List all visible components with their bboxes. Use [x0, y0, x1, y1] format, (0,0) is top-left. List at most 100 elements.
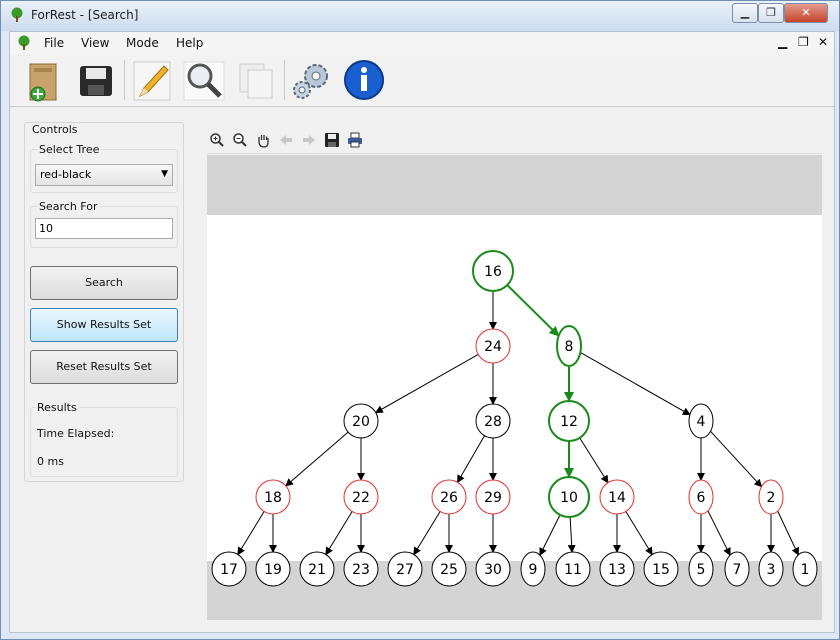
tree-node-23[interactable]: 23: [343, 551, 379, 587]
tree-node-24[interactable]: 24: [475, 328, 511, 364]
search-input[interactable]: 10: [35, 218, 173, 239]
tree-node-label: 8: [565, 339, 574, 355]
mdi-minimize-icon[interactable]: ▁: [778, 35, 788, 49]
tree-node-7[interactable]: 7: [724, 551, 750, 587]
menu-mode[interactable]: Mode: [126, 36, 159, 50]
tree-node-4[interactable]: 4: [688, 403, 714, 439]
new-tree-icon[interactable]: [20, 58, 68, 104]
tree-node-circle: [520, 551, 546, 587]
pan-hand-icon[interactable]: [255, 132, 271, 148]
tree-node-18[interactable]: 18: [255, 479, 291, 515]
tree-node-1[interactable]: 1: [792, 551, 818, 587]
controls-group-label: Controls: [30, 123, 80, 136]
tree-node-label: 1: [801, 562, 810, 578]
tree-node-circle: [343, 403, 379, 439]
tree-node-circle: [724, 551, 750, 587]
copy-icon[interactable]: [232, 58, 280, 104]
menu-help[interactable]: Help: [176, 36, 204, 50]
tree-edge: [579, 437, 609, 484]
tree-edge: [374, 353, 479, 414]
mdi-restore-icon[interactable]: ❐: [798, 35, 809, 49]
search-button[interactable]: Search: [30, 266, 178, 300]
tree-type-select[interactable]: red-black ▼: [35, 164, 173, 186]
tree-node-circle: [475, 403, 511, 439]
tree-node-19[interactable]: 19: [255, 551, 291, 587]
edges-layer: [237, 284, 799, 557]
tree-node-label: 2: [767, 490, 776, 506]
select-tree-group: [30, 149, 178, 193]
tree-type-value: red-black: [40, 168, 92, 181]
tree-node-label: 6: [697, 490, 706, 506]
tree-node-label: 22: [352, 490, 370, 506]
tree-node-circle: [475, 328, 511, 364]
tree-node-10[interactable]: 10: [548, 476, 590, 518]
tree-node-30[interactable]: 30: [475, 551, 511, 587]
tree-node-3[interactable]: 3: [758, 551, 784, 587]
mdi-close-icon[interactable]: ✕: [818, 35, 829, 49]
tree-edge: [580, 352, 691, 416]
time-elapsed-label: Time Elapsed:: [37, 427, 115, 440]
menu-file[interactable]: File: [44, 36, 65, 50]
tree-edge: [777, 510, 799, 556]
minimize-button[interactable]: ▁: [732, 3, 758, 23]
forward-arrow-icon[interactable]: [301, 132, 317, 148]
tree-node-29[interactable]: 29: [475, 479, 511, 515]
tree-edge: [285, 431, 349, 487]
settings-gears-icon[interactable]: [288, 58, 336, 104]
print-icon[interactable]: [347, 132, 363, 148]
tree-node-5[interactable]: 5: [688, 551, 714, 587]
tree-node-circle: [343, 479, 379, 515]
tree-node-circle: [758, 479, 784, 515]
back-arrow-icon[interactable]: [278, 132, 294, 148]
zoom-in-icon[interactable]: [209, 132, 225, 148]
tree-node-25[interactable]: 25: [431, 551, 467, 587]
tree-edge: [707, 510, 731, 557]
tree-node-12[interactable]: 12: [548, 400, 590, 442]
tree-node-15[interactable]: 15: [643, 551, 679, 587]
tree-node-circle: [688, 551, 714, 587]
tree-node-label: 18: [264, 490, 282, 506]
tree-node-6[interactable]: 6: [688, 479, 714, 515]
tree-node-circle: [255, 479, 291, 515]
tree-node-label: 4: [697, 414, 706, 430]
menu-view[interactable]: View: [81, 36, 110, 50]
search-for-group: [30, 206, 178, 248]
tree-node-27[interactable]: 27: [387, 551, 423, 587]
show-results-button[interactable]: Show Results Set: [30, 308, 178, 342]
tree-node-circle: [472, 250, 514, 292]
tree-node-13[interactable]: 13: [599, 551, 635, 587]
tree-node-label: 14: [608, 490, 626, 506]
edit-pencil-icon[interactable]: [128, 58, 176, 104]
search-path-edge: [506, 284, 560, 337]
search-magnifier-icon[interactable]: [180, 58, 228, 104]
maximize-button[interactable]: ❐: [758, 3, 784, 23]
zoom-out-icon[interactable]: [232, 132, 248, 148]
tree-node-label: 7: [733, 562, 742, 578]
tree-node-20[interactable]: 20: [343, 403, 379, 439]
search-input-value: 10: [39, 222, 53, 235]
tree-node-16[interactable]: 16: [472, 250, 514, 292]
info-icon[interactable]: [340, 58, 388, 104]
tree-node-circle: [688, 403, 714, 439]
tree-node-8[interactable]: 8: [556, 325, 582, 367]
close-button[interactable]: ✕: [784, 3, 828, 23]
tree-node-11[interactable]: 11: [555, 551, 591, 587]
tree-node-14[interactable]: 14: [599, 479, 635, 515]
tree-node-26[interactable]: 26: [431, 479, 467, 515]
tree-node-label: 28: [484, 414, 502, 430]
tree-node-22[interactable]: 22: [343, 479, 379, 515]
tree-node-2[interactable]: 2: [758, 479, 784, 515]
tree-node-28[interactable]: 28: [475, 403, 511, 439]
reset-results-button[interactable]: Reset Results Set: [30, 350, 178, 384]
tree-node-9[interactable]: 9: [520, 551, 546, 587]
tree-app-icon: [18, 35, 30, 50]
save-image-icon[interactable]: [324, 132, 340, 148]
select-tree-label: Select Tree: [37, 143, 102, 156]
tree-edge: [457, 435, 485, 484]
tree-node-circle: [643, 551, 679, 587]
tree-node-21[interactable]: 21: [299, 551, 335, 587]
title-bar: ForRest - [Search] ▁ ❐ ✕: [1, 1, 839, 31]
save-icon[interactable]: [72, 58, 120, 104]
tree-node-17[interactable]: 17: [211, 551, 247, 587]
